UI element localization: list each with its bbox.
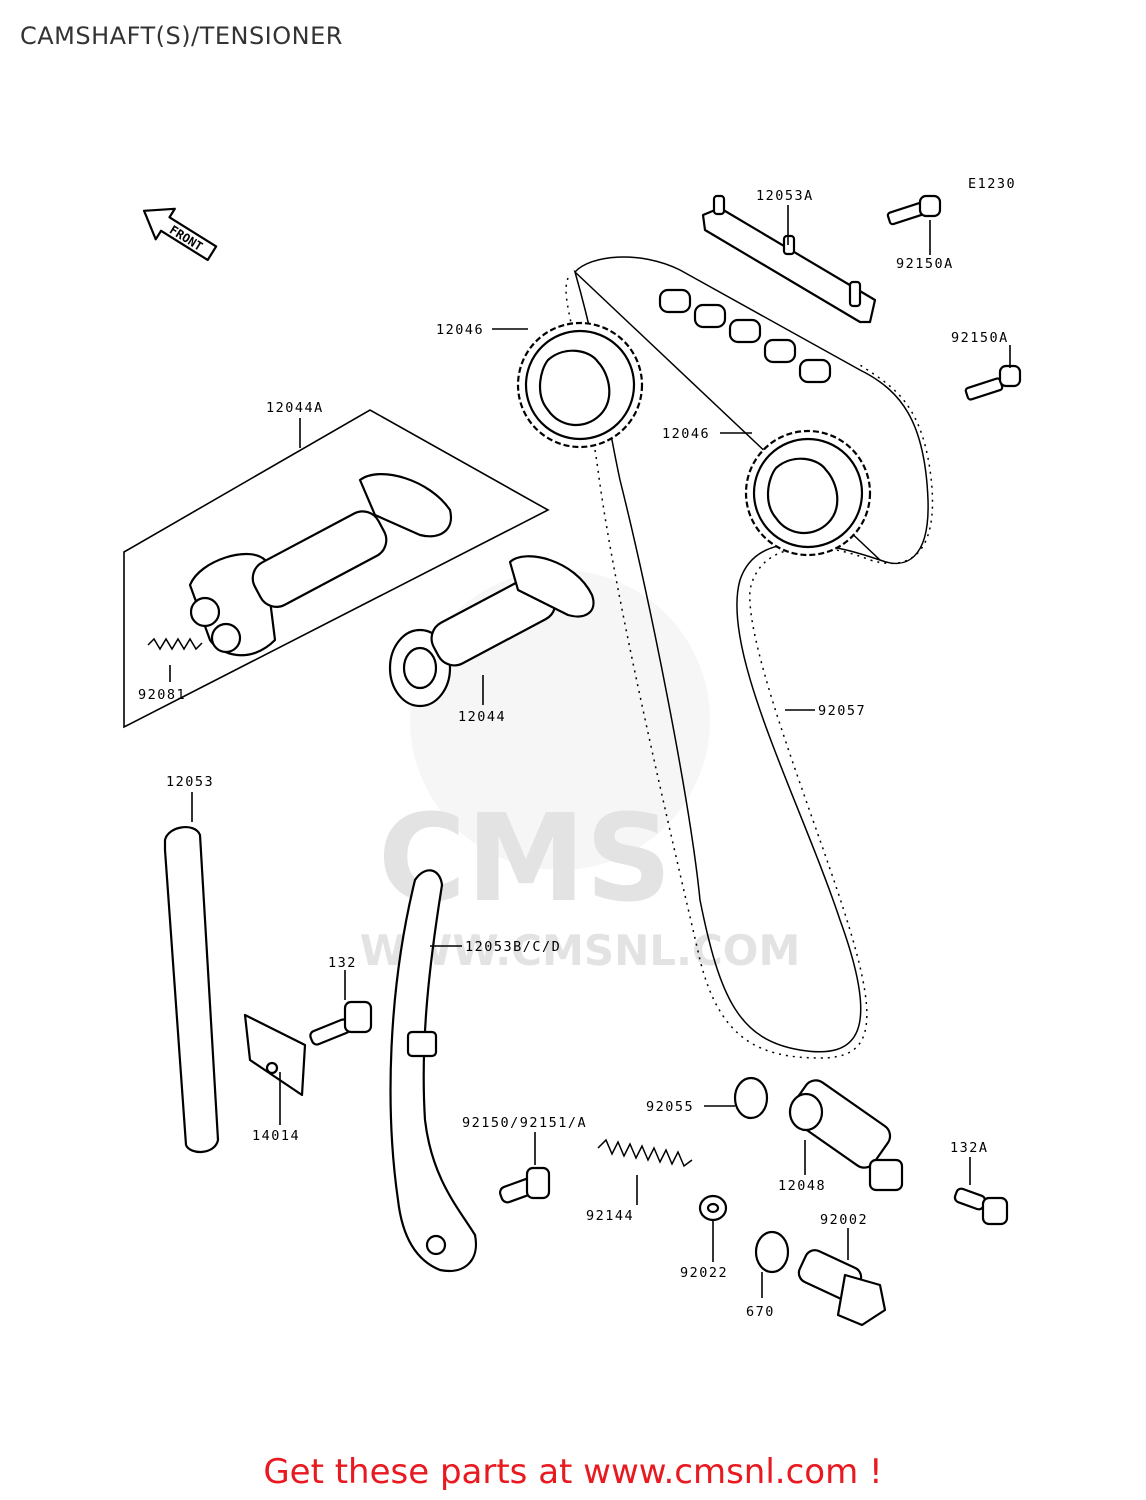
pin-92150-92151A [498,1166,551,1204]
sprocket-12046-right [744,429,872,557]
label-12053BCD: 12053B/C/D [465,939,561,955]
plug-92002 [797,1249,887,1327]
label-132: 132 [328,955,357,971]
label-12053A: 12053A [756,188,814,204]
bolt-92150A-top [886,194,942,226]
label-12046-left: 12046 [436,322,484,338]
label-92057: 92057 [818,703,866,719]
label-12053: 12053 [166,774,214,790]
camshaft-12044A-box [123,409,550,729]
label-12046-right: 12046 [662,426,710,442]
tensioner-12048 [788,1079,904,1192]
page-title: CAMSHAFT(S)/TENSIONER [20,22,343,50]
spring-92144 [597,1138,693,1168]
label-92144: 92144 [586,1208,634,1224]
label-132A: 132A [950,1140,989,1156]
cam-chain-92057 [573,256,929,1053]
spring-92081 [147,637,203,651]
bolt-132 [309,1000,373,1046]
tensioner-guide-12053BCD [389,869,478,1273]
upper-chain-guide-12053A [701,194,877,324]
camshaft-12044A [188,473,453,657]
label-14014: 14014 [252,1128,300,1144]
label-92081: 92081 [138,687,186,703]
leader-lines [169,205,1011,1298]
o-ring-92055 [733,1076,769,1120]
label-92002: 92002 [820,1212,868,1228]
footer-link-text[interactable]: Get these parts at www.cmsnl.com ! [263,1452,883,1492]
label-12044A: 12044A [266,400,324,416]
label-12048: 12048 [778,1178,826,1194]
plate-14014 [243,1013,307,1097]
label-12044: 12044 [458,709,506,725]
camshaft-12044 [388,555,595,708]
chain-guide-12053 [163,826,220,1153]
footer-link[interactable]: Get these parts at www.cmsnl.com ! [0,1452,1146,1492]
bolt-92150A-right [964,364,1022,401]
label-92022: 92022 [680,1265,728,1281]
front-arrow: FRONT [142,207,218,262]
label-92150-92151A: 92150/92151/A [462,1115,587,1131]
diagram-code: E1230 [968,176,1016,192]
label-92150A-right: 92150A [951,330,1009,346]
washer-92022 [698,1194,728,1222]
bolt-132A [953,1187,1009,1226]
sprocket-12046-left [516,321,644,449]
label-92150A-top: 92150A [896,256,954,272]
callout-labels: 12053A 92150A 92150A 12046 12046 12044A … [138,188,1009,1320]
o-ring-670 [754,1230,790,1274]
label-92055: 92055 [646,1099,694,1115]
chain-links [658,288,832,384]
label-670: 670 [746,1304,775,1320]
